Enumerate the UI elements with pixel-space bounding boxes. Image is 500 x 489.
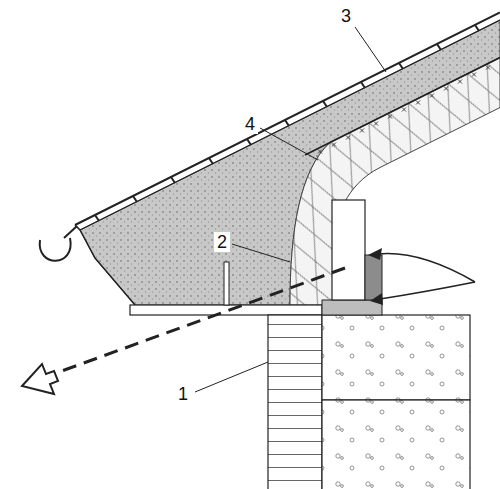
vent-strip [224, 262, 229, 305]
fascia [75, 225, 135, 305]
batten [95, 215, 99, 221]
arrow-head [368, 248, 382, 260]
callout-number: 4 [242, 114, 258, 134]
membrane-mark [430, 94, 434, 98]
tile-battens [95, 25, 479, 221]
batten [133, 196, 137, 202]
membrane-mark [458, 80, 462, 84]
gutter [40, 226, 77, 261]
callout-number: 1 [175, 384, 191, 404]
batten [285, 120, 289, 126]
air-outflow [48, 268, 345, 376]
membrane-mark [346, 136, 350, 140]
sealing-block [365, 255, 382, 300]
membrane-mark [472, 73, 476, 77]
timber-post [332, 200, 365, 300]
insulation [290, 58, 500, 306]
arrow-head [22, 364, 58, 394]
membrane-mark [402, 108, 406, 112]
batten [437, 44, 441, 50]
batten [361, 82, 365, 88]
leader-line [232, 244, 290, 262]
brick-cladding [268, 315, 322, 489]
membrane-mark [360, 129, 364, 133]
membrane-mark [388, 115, 392, 119]
arrow-head [370, 293, 383, 305]
eave-fill [80, 20, 500, 305]
callout-number: 3 [338, 6, 354, 26]
membrane-mark [486, 66, 490, 70]
callout-number: 2 [214, 232, 230, 252]
membrane-mark [374, 122, 378, 126]
batten [475, 25, 479, 31]
leader-line [260, 128, 318, 160]
soffit-board [130, 305, 322, 315]
batten [171, 177, 175, 183]
membrane-marks [318, 66, 490, 154]
wall-block [322, 315, 470, 400]
tile-underside [80, 20, 500, 230]
air-inflow [378, 254, 475, 282]
wall-plate [322, 300, 382, 315]
leader-line [195, 362, 268, 392]
batten [323, 101, 327, 107]
membrane [305, 58, 500, 156]
membrane-mark [332, 143, 336, 147]
wall-block [322, 400, 470, 489]
leader-line [355, 27, 386, 72]
membrane-mark [416, 101, 420, 105]
batten [247, 139, 251, 145]
air-inflow [380, 282, 475, 299]
membrane-mark [444, 87, 448, 91]
membrane-mark [318, 150, 322, 154]
roof-tiles [75, 13, 500, 226]
batten [209, 158, 213, 164]
batten [399, 63, 403, 69]
